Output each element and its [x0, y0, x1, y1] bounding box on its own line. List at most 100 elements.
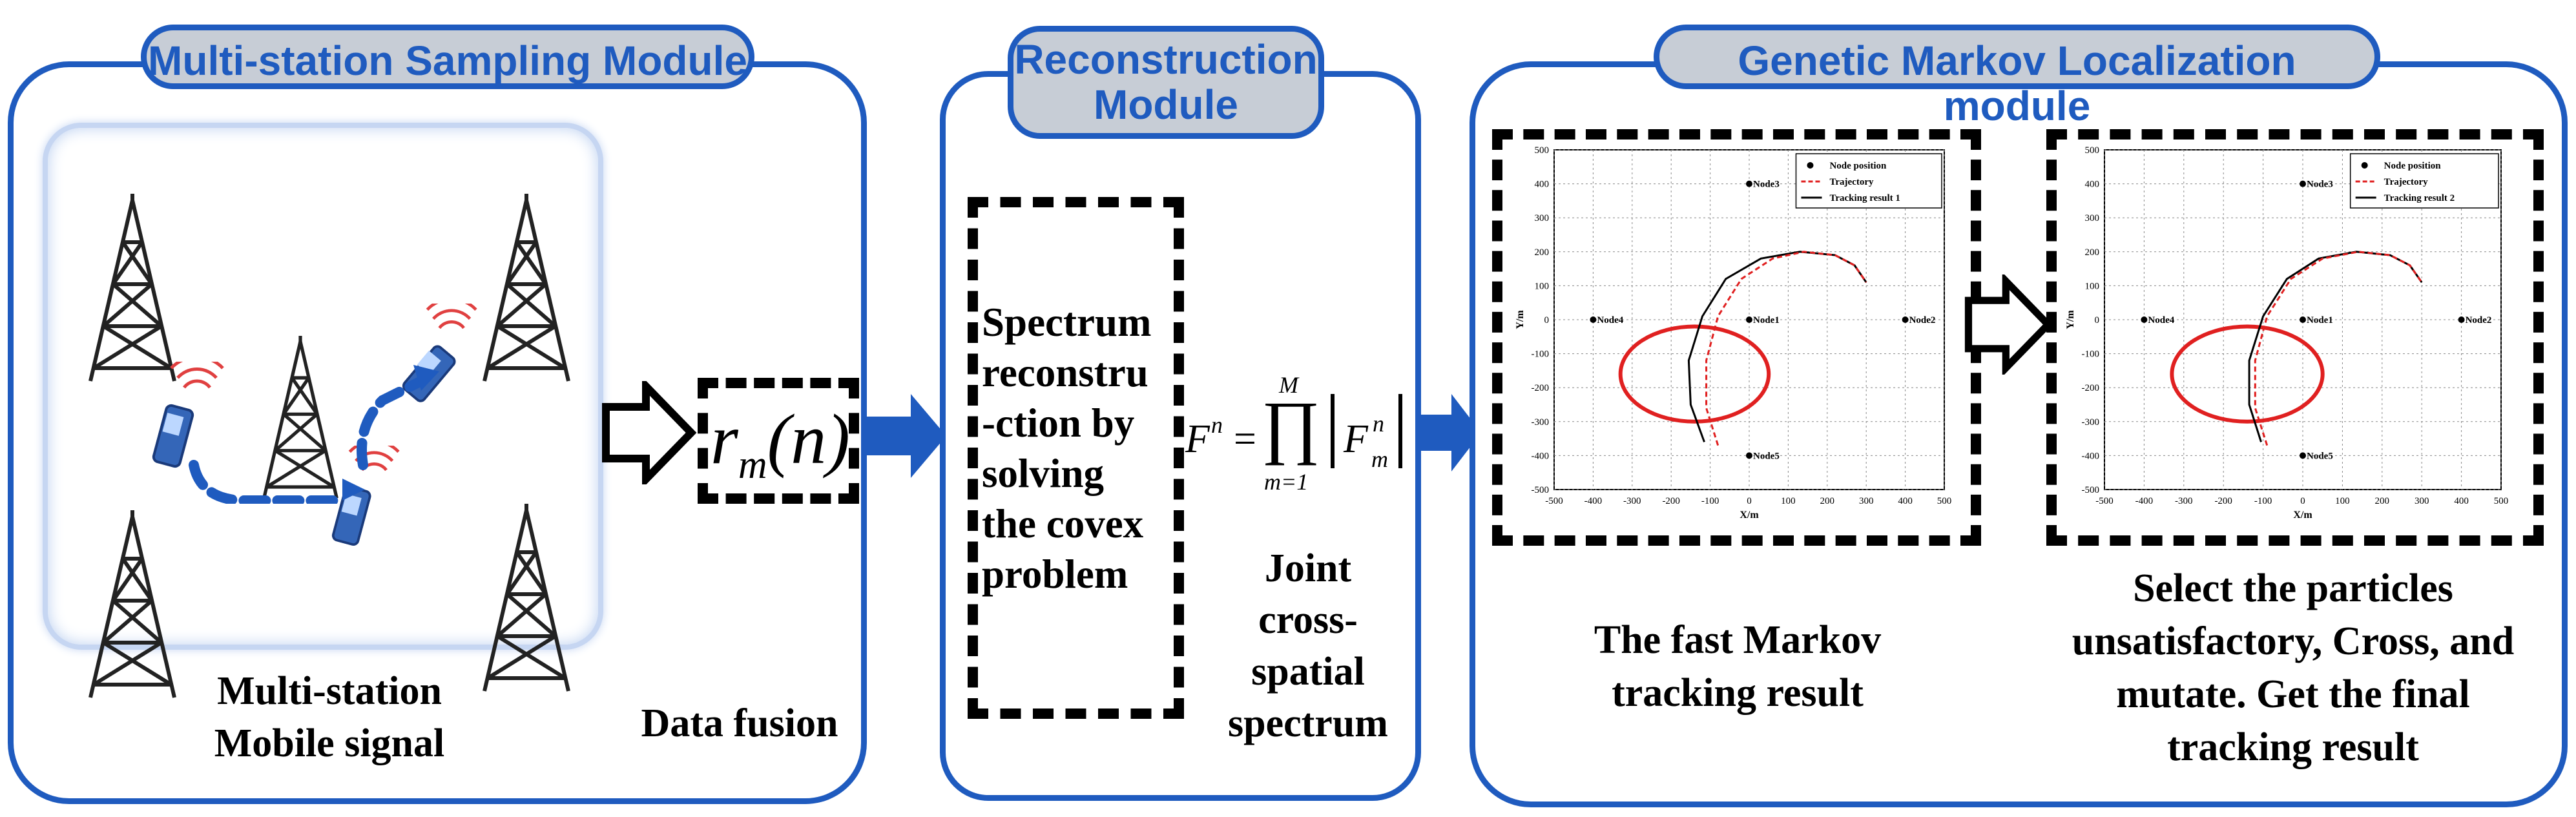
fast-markov-caption: The fast Markov tracking result — [1511, 614, 1964, 719]
y-tick-label: -400 — [2082, 451, 2100, 461]
legend-node-marker — [2361, 162, 2368, 169]
abs-bar-left — [1331, 394, 1335, 468]
node-point — [2300, 452, 2306, 459]
joint-line: Joint — [1264, 546, 1352, 590]
tower-icon — [483, 194, 570, 382]
legend-entry: Trajectory — [1829, 177, 1874, 187]
abs-bar-right — [1398, 394, 1402, 468]
genetic-line: tracking result — [2167, 725, 2419, 769]
data-fusion-caption: Data fusion — [641, 701, 838, 745]
node-point — [1746, 316, 1752, 323]
joint-spectrum-formula: F n = M ∏ m=1 F n m — [1185, 371, 1418, 501]
formula-equals: = — [1234, 417, 1256, 461]
y-tick-label: -300 — [1532, 417, 1550, 428]
reconstruction-line: the covex — [982, 501, 1144, 546]
node-point — [2300, 316, 2306, 323]
legend-box — [2349, 153, 2499, 209]
x-tick-label: 100 — [1781, 496, 1796, 506]
y-tick-label: -200 — [1532, 383, 1550, 393]
reconstruction-line: Spectrum — [982, 300, 1152, 345]
genetic-line: mutate. Get the final — [2116, 672, 2470, 716]
reconstruction-line: -ction by — [982, 400, 1135, 446]
x-tick-label: 100 — [2335, 496, 2350, 506]
formula-lhs-sup: n — [1211, 412, 1223, 438]
genetic-line: unsatisfactory, Cross, and — [2072, 619, 2515, 663]
y-tick-label: -100 — [1532, 349, 1550, 360]
y-tick-label: 100 — [1535, 281, 1550, 291]
chart2-frame — [2046, 129, 2544, 546]
node-label: Node4 — [2148, 315, 2174, 326]
y-tick-label: -300 — [2082, 417, 2100, 428]
sampling-module-title: Multi-station Sampling Module — [141, 25, 754, 89]
node-point — [2300, 180, 2306, 187]
legend-entry: Node position — [2384, 161, 2442, 171]
y-tick-label: 300 — [2085, 213, 2100, 223]
node-point — [1590, 316, 1597, 323]
node-label: Node5 — [2307, 451, 2333, 461]
node-label: Node2 — [1909, 315, 1936, 326]
x-tick-label: -100 — [1701, 496, 1719, 506]
x-tick-label: 500 — [1937, 496, 1952, 506]
phone-icon — [331, 446, 400, 546]
y-axis-label: Y/m — [2065, 310, 2076, 329]
spectrum-reconstruction-text: Spectrum reconstru -ction by solving the… — [982, 297, 1182, 599]
tower-icon — [483, 504, 570, 692]
y-tick-label: -500 — [2082, 485, 2100, 495]
signal-caption: Multi-station Mobile signal — [149, 665, 510, 769]
reconstruction-line: solving — [982, 451, 1105, 496]
x-tick-label: -200 — [1662, 496, 1680, 506]
rmn-n: (n) — [767, 400, 850, 479]
node-point — [1746, 180, 1752, 187]
phone-icon — [152, 362, 224, 468]
formula-lhs: F — [1185, 417, 1210, 461]
node-point — [2141, 316, 2148, 323]
x-tick-label: 0 — [2300, 496, 2305, 506]
signal-caption-line1: Multi-station — [217, 669, 442, 713]
joint-line: spectrum — [1228, 701, 1388, 745]
y-tick-label: 500 — [1535, 145, 1550, 156]
rmn-formula: rm(n) — [711, 391, 859, 488]
y-tick-label: 500 — [2085, 145, 2100, 156]
legend-entry: Tracking result 2 — [2384, 193, 2455, 203]
joint-line: cross- — [1258, 598, 1358, 642]
legend-node-marker — [1807, 162, 1814, 169]
outline-arrow-icon — [1964, 274, 2053, 375]
tower-icon — [88, 510, 176, 698]
node-label: Node4 — [1597, 315, 1623, 326]
y-tick-label: 0 — [1544, 315, 1550, 326]
x-tick-label: -500 — [1545, 496, 1563, 506]
node-point — [1746, 452, 1752, 459]
y-tick-label: -500 — [1532, 485, 1550, 495]
flow-arrow-icon — [866, 394, 946, 478]
x-tick-label: -300 — [2175, 496, 2193, 506]
curved-arrow-icon — [189, 365, 439, 504]
trajectory-line — [2254, 251, 2423, 446]
node-label: Node5 — [1753, 451, 1780, 461]
x-tick-label: -400 — [2135, 496, 2154, 506]
genetic-selection-caption: Select the particles unsatisfactory, Cro… — [2022, 562, 2564, 774]
x-tick-label: 400 — [1898, 496, 1913, 506]
x-axis-label: X/m — [1740, 510, 1759, 521]
reconstruction-module-title: Reconstruction Module — [1008, 26, 1324, 139]
fast-markov-line: tracking result — [1612, 671, 1864, 715]
chart1-frame — [1492, 129, 1981, 546]
y-tick-label: -400 — [1532, 451, 1550, 461]
legend-entry: Trajectory — [2384, 177, 2429, 187]
tower-icon — [88, 194, 176, 382]
y-tick-label: 400 — [1535, 180, 1550, 190]
search-circle — [1618, 324, 1771, 424]
x-axis-label: X/m — [2293, 510, 2312, 521]
genetic-line: Select the particles — [2133, 566, 2453, 610]
x-tick-label: -200 — [2214, 496, 2232, 506]
reconstruction-line: reconstru — [982, 350, 1148, 395]
node-label: Node2 — [2466, 315, 2492, 326]
trajectory-line — [1705, 251, 1867, 446]
rmn-m: m — [738, 443, 767, 487]
signal-caption-line2: Mobile signal — [214, 721, 445, 765]
y-tick-label: 0 — [2095, 315, 2100, 326]
formula-prod-bottom: m=1 — [1264, 469, 1309, 495]
node-label: Node1 — [1753, 315, 1780, 326]
y-tick-label: 300 — [1535, 213, 1550, 223]
